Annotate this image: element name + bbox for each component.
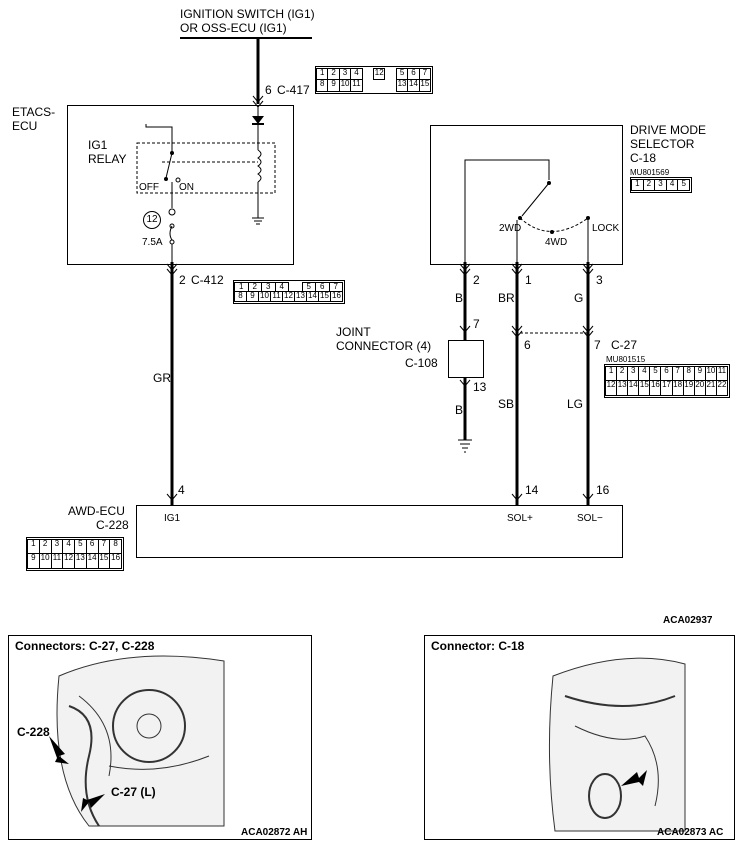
arrow-c27-icon: [81, 794, 105, 812]
dms-label-line2: SELECTOR: [630, 137, 695, 151]
c417-pin: 6: [265, 83, 272, 97]
relay-on-label: ON: [179, 182, 194, 193]
awd-pin-solp: 14: [525, 483, 539, 497]
joint-label-line1: JOINT: [336, 325, 371, 339]
connector-pin-cell: 11: [350, 79, 363, 92]
arrow-c228-icon: [49, 736, 69, 764]
connector-pin-cell: 8: [109, 539, 122, 554]
etacs-ecu-box: [67, 105, 294, 265]
wire-color-sb: SB: [498, 397, 515, 411]
dms-pin-3: 3: [596, 273, 603, 287]
dms-part-number: MU801569: [630, 168, 670, 177]
panel-right-title: Connector: C-18: [431, 639, 525, 653]
joint-name: C-108: [405, 356, 438, 370]
connector-pin-cell: 15: [418, 79, 432, 92]
relay-off-label: OFF: [139, 182, 159, 193]
c27-pin-6: 6: [524, 338, 531, 352]
c417-name: C-417: [277, 83, 310, 97]
joint-pin-out: 13: [473, 380, 487, 394]
panel-right-code: ACA02873 AC: [657, 827, 724, 838]
wire-color-g: G: [574, 291, 584, 305]
awd-label-line1: AWD-ECU: [68, 504, 125, 518]
connector-pin-cell: 22: [715, 380, 729, 396]
joint-label-line2: CONNECTOR (4): [336, 339, 432, 353]
c412-name: C-412: [191, 273, 224, 287]
dms-pin-2: 2: [473, 273, 480, 287]
wire-color-br: BR: [498, 291, 515, 305]
relay-label-line1: IG1: [88, 138, 108, 152]
connector-pin-cell: 16: [330, 291, 343, 302]
c27-name: C-27: [611, 338, 638, 352]
panel-left-title: Connectors: C-27, C-228: [15, 639, 155, 653]
etacs-label-line2: ECU: [12, 119, 38, 133]
callout-c27: C-27 (L): [111, 785, 156, 799]
pos-4wd-label: 4WD: [545, 237, 568, 248]
dms-label-line1: DRIVE MODE: [630, 123, 707, 137]
fuse-number-badge: 12: [143, 211, 161, 229]
awd-ecu-box: [136, 505, 623, 558]
relay-label-line2: RELAY: [88, 152, 127, 166]
source-label-line1: IGNITION SWITCH (IG1): [180, 7, 315, 21]
arrow-c18-icon: [621, 770, 647, 786]
c412-pin: 2: [179, 273, 186, 287]
drive-mode-selector-box: [430, 125, 623, 265]
awd-pin-ig1: 4: [178, 483, 185, 497]
awd-pin-solm: 16: [596, 483, 610, 497]
wire-color-gr: GR: [153, 371, 171, 385]
callout-c228: C-228: [17, 725, 50, 739]
panel-left-code: ACA02872 AH: [241, 827, 308, 838]
connector-location-panel-right: Connector: C-18 ACA02873 AC: [424, 635, 735, 840]
wire-color-b-lower: B: [455, 403, 464, 417]
c27-part-number: MU801515: [606, 355, 646, 364]
etacs-label-line1: ETACS-: [12, 105, 56, 119]
source-label-line2: OR OSS-ECU (IG1): [180, 21, 287, 35]
awd-solm-label: SOL−: [577, 513, 603, 524]
diagram-code: ACA02937: [663, 615, 713, 626]
wire-color-b-upper: B: [455, 291, 464, 305]
dashboard-illustration-left: [49, 655, 225, 827]
pos-2wd-label: 2WD: [499, 223, 522, 234]
dms-pin-1: 1: [525, 273, 532, 287]
pos-lock-label: LOCK: [592, 223, 620, 234]
connector-pin-cell: 12: [373, 68, 386, 80]
awd-ig1-label: IG1: [164, 513, 181, 524]
dms-label-line3: C-18: [630, 151, 657, 165]
connector-location-panel-left: Connectors: C-27, C-228 C-228 C-27 (L) A…: [8, 635, 312, 840]
wire-color-lg: LG: [567, 397, 584, 411]
awd-solp-label: SOL+: [507, 513, 533, 524]
connector-pin-cell: 16: [109, 553, 122, 569]
c27-pin-7: 7: [594, 338, 601, 352]
connector-pin-cell: 11: [715, 366, 729, 381]
joint-pin-in: 7: [473, 317, 480, 331]
fuse-amp-label: 7.5A: [142, 237, 163, 248]
console-illustration-right: [548, 657, 686, 832]
joint-connector-box: [448, 340, 484, 378]
awd-label-line2: C-228: [96, 518, 129, 532]
connector-pin-cell: 5: [677, 179, 690, 191]
